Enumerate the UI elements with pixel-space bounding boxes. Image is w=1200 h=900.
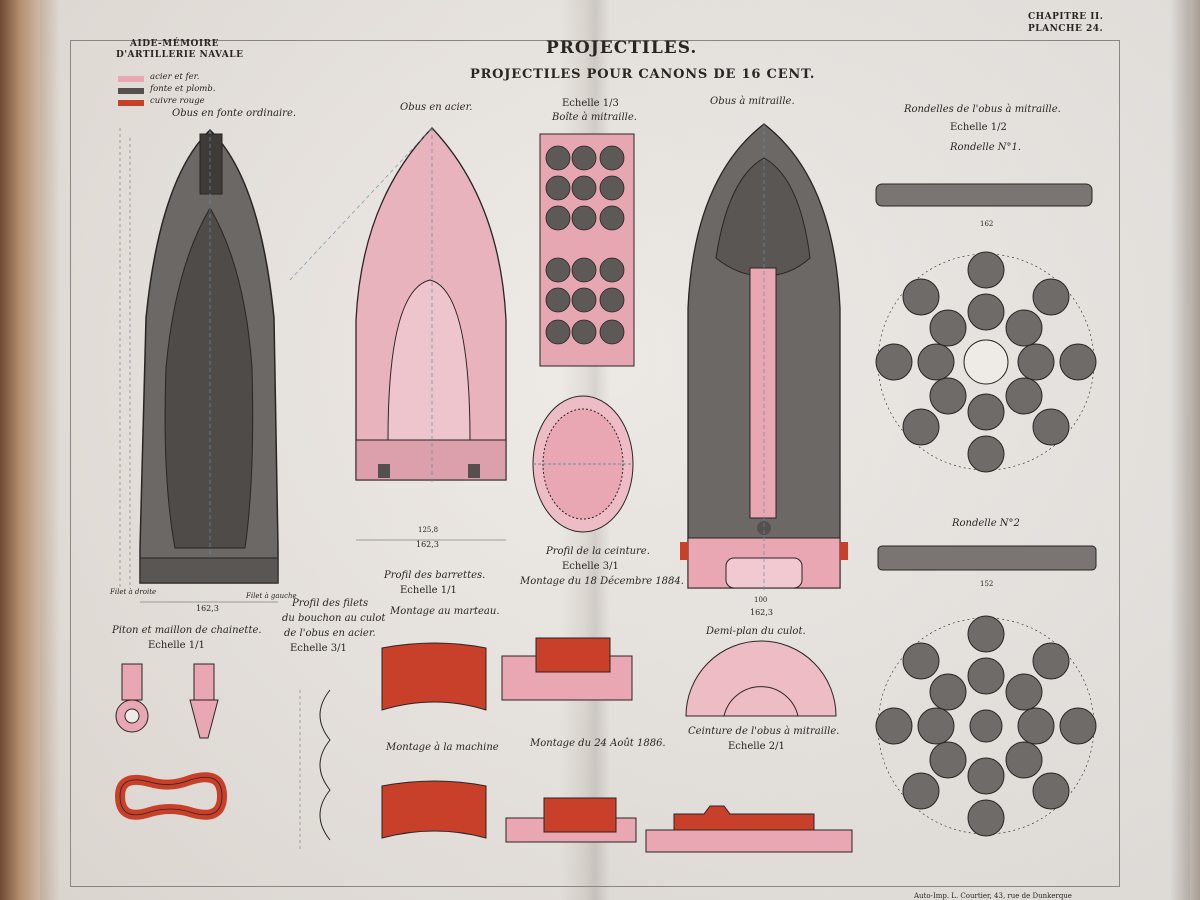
drawing-barrette-marteau xyxy=(381,642,487,711)
legend-swatch-copper xyxy=(118,100,144,106)
legend-swatch-steel xyxy=(118,76,144,82)
printer-footer: Auto-Imp. L. Courtier, 43, rue de Dunker… xyxy=(914,892,1072,900)
drawing-boite-plan xyxy=(532,395,634,533)
legend-label-copper: cuivre rouge xyxy=(150,96,205,106)
drawing-ceinture-mitraille xyxy=(645,805,853,853)
header-center: PROJECTILES. xyxy=(546,38,698,58)
caption-ceinture-profil: Profil de la ceinture. xyxy=(546,546,650,557)
caption-montage-1884: Montage du 18 Décembre 1884. xyxy=(520,576,684,587)
caption-rondelles: Rondelles de l'obus à mitraille. xyxy=(904,104,1061,115)
caption-montage-marteau: Montage au marteau. xyxy=(390,606,500,617)
scale-rondelles: Echelle 1/2 xyxy=(950,122,1007,133)
header-right-line2: PLANCHE 24. xyxy=(1028,24,1104,34)
drawing-boite-mitraille xyxy=(539,133,635,367)
caption-rondelle-1: Rondelle N°1. xyxy=(950,142,1022,153)
dim-rondelle2-width: 152 xyxy=(980,580,994,588)
caption-filets-2: du bouchon au culot xyxy=(282,613,386,624)
caption-barrettes: Profil des barrettes. xyxy=(384,570,486,581)
caption-demi-plan: Demi-plan du culot. xyxy=(706,626,806,637)
drawing-barrette-machine xyxy=(381,780,487,839)
caption-obus-mitraille: Obus à mitraille. xyxy=(710,96,795,107)
dim-mitraille-width: 162,3 xyxy=(750,608,773,617)
dim-mitraille-base: 100 xyxy=(754,596,768,604)
drawing-filets-profil xyxy=(299,689,331,850)
header-right-line1: CHAPITRE II. xyxy=(1028,12,1104,22)
caption-ceinture-mitraille: Ceinture de l'obus à mitraille. xyxy=(688,726,840,737)
scale-ceinture-profil: Echelle 3/1 xyxy=(562,561,619,572)
caption-boite: Boîte à mitraille. xyxy=(552,112,637,123)
note-filet-gauche: Filet à gauche xyxy=(246,592,297,600)
drawing-obus-mitraille xyxy=(680,123,848,593)
header-left-line2: D'ARTILLERIE NAVALE xyxy=(116,50,244,60)
caption-obus-fonte: Obus en fonte ordinaire. xyxy=(172,108,297,119)
legend-swatch-cast-iron xyxy=(118,88,144,94)
drawing-rondelle2-side xyxy=(877,545,1097,571)
dim-acier-base: 125,8 xyxy=(418,526,439,534)
drawing-demi-plan-culot xyxy=(685,640,837,717)
scale-barrettes: Echelle 1/1 xyxy=(400,585,457,596)
dim-rondelle1-width: 162 xyxy=(980,220,994,228)
legend-label-steel: acier et fer. xyxy=(150,72,200,82)
caption-filets-3: de l'obus en acier. xyxy=(284,628,376,639)
caption-montage-1886: Montage du 24 Août 1886. xyxy=(530,738,666,749)
drawing-rondelle1-plan xyxy=(875,251,1097,473)
note-filet-droite: Filet à droite xyxy=(110,588,157,596)
caption-piton: Piton et maillon de chainette. xyxy=(112,625,262,636)
header-left-line1: AIDE-MÉMOIRE xyxy=(130,39,219,49)
dim-acier-width: 162,3 xyxy=(416,540,439,549)
scale-piton: Echelle 1/1 xyxy=(148,640,205,651)
drawing-obus-fonte xyxy=(119,128,279,603)
scale-ceinture-mitraille: Echelle 2/1 xyxy=(728,741,785,752)
caption-filets-1: Profil des filets xyxy=(292,598,369,609)
drawing-obus-acier xyxy=(289,127,507,541)
caption-obus-acier: Obus en acier. xyxy=(400,102,473,113)
legend-label-cast-iron: fonte et plomb. xyxy=(150,84,216,94)
drawing-rondelle2-plan xyxy=(875,615,1097,837)
plate-frame xyxy=(70,40,1120,887)
scale-filets: Echelle 3/1 xyxy=(290,643,347,654)
dim-fonte-width: 162,3 xyxy=(196,604,219,613)
caption-montage-machine: Montage à la machine xyxy=(386,742,499,753)
drawing-piton-maillon xyxy=(114,663,228,820)
drawing-ceinture-1886 xyxy=(505,797,637,843)
plate-title: PROJECTILES POUR CANONS DE 16 CENT. xyxy=(470,67,816,82)
drawing-rondelle1-side xyxy=(875,183,1093,207)
scale-boite: Echelle 1/3 xyxy=(562,98,619,109)
drawing-ceinture-1884 xyxy=(501,637,633,701)
caption-rondelle-2: Rondelle N°2 xyxy=(952,518,1020,529)
